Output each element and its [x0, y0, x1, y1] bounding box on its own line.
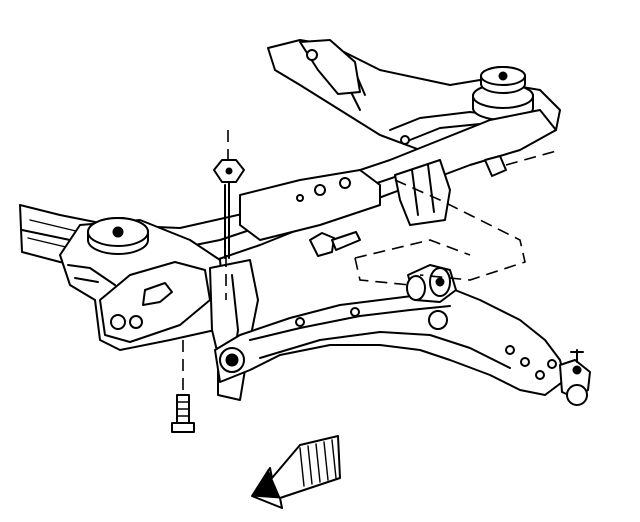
right-body-mount [472, 66, 534, 121]
left-body-mount [59, 217, 226, 351]
nut [213, 159, 245, 259]
lower-control-arm [214, 289, 566, 396]
vertical-bolt [171, 394, 195, 433]
horizontal-bolt [309, 231, 361, 257]
control-arm-bushing [406, 264, 457, 303]
mounting-bracket [209, 259, 259, 401]
ball-joint [559, 349, 591, 406]
front-direction-arrow [251, 435, 341, 509]
